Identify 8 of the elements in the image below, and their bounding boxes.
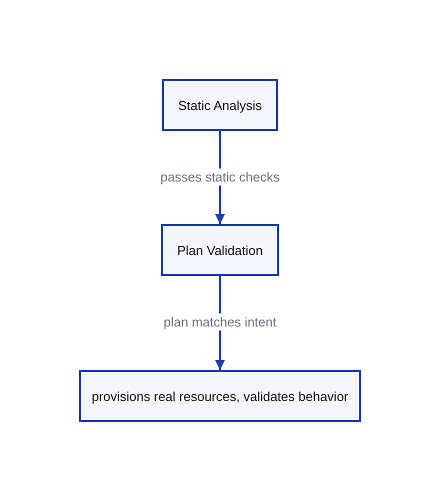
node-label: Plan Validation (177, 242, 263, 258)
edge-label: plan matches intent (162, 314, 278, 330)
node-label: Static Analysis (178, 98, 262, 112)
node-label: provisions real resources, validates behavior (92, 388, 348, 404)
process-box (161, 224, 279, 276)
edge-label: passes static checks (158, 168, 282, 185)
process-box (162, 79, 278, 131)
process-box (79, 370, 361, 422)
